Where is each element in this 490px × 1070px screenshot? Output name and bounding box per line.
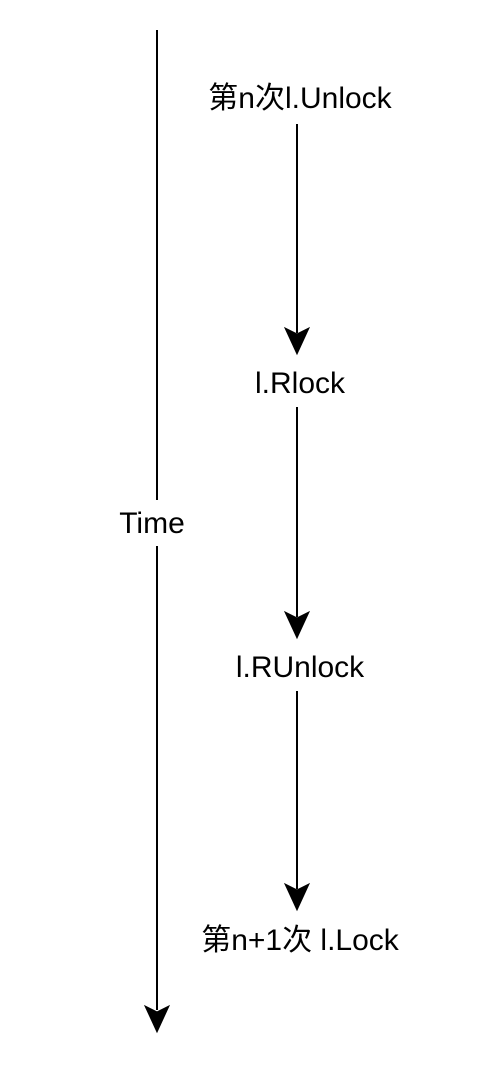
step-label-2: l.Rlock	[255, 367, 346, 400]
time-axis-arrowhead	[143, 1004, 171, 1034]
flow-arrow-2	[283, 407, 311, 640]
flow-arrow-2-head	[283, 610, 311, 640]
step-label-4: 第n+1次 l.Lock	[201, 924, 400, 957]
flow-arrow-3-head	[283, 882, 311, 912]
step-label-1: 第n次l.Unlock	[208, 82, 392, 115]
flow-arrow-1-head	[283, 326, 311, 356]
flow-arrow-3	[283, 691, 311, 912]
step-label-3: l.RUnlock	[236, 651, 365, 684]
flow-arrow-1	[283, 124, 311, 356]
time-axis: Time	[119, 30, 185, 1034]
time-axis-label: Time	[119, 507, 185, 540]
